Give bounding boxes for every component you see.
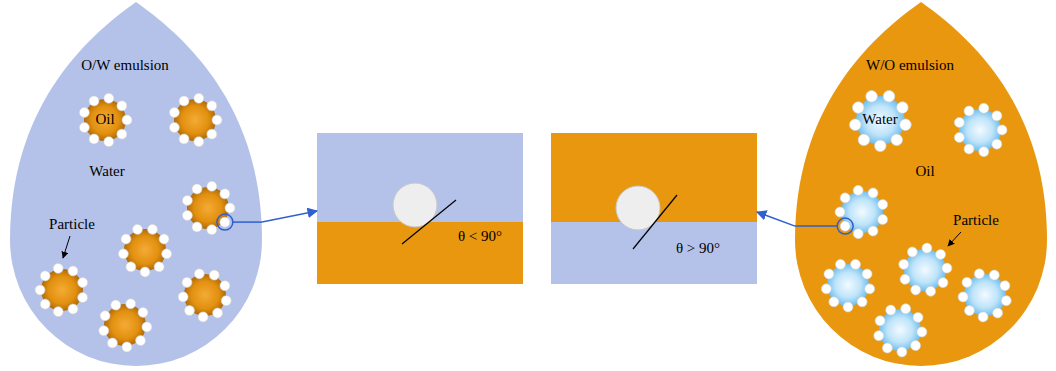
drop-outline bbox=[795, 0, 1047, 368]
tangent-line bbox=[633, 195, 677, 249]
oil-phase bbox=[317, 222, 523, 284]
emulsion-drop: Oil O/W emulsionWater bbox=[10, 0, 262, 368]
oil-droplet bbox=[79, 93, 132, 146]
phase-label: Oil bbox=[95, 111, 114, 128]
water-droplet bbox=[845, 84, 916, 156]
emulsion-title: W/O emulsion bbox=[866, 57, 954, 74]
text-holder: θ > 90° bbox=[676, 240, 720, 257]
text-holder: Oil bbox=[95, 111, 114, 128]
text-holder: W/O emulsion bbox=[866, 57, 954, 74]
text-holder: O/W emulsion bbox=[81, 57, 169, 74]
text-holder: Water bbox=[862, 111, 897, 128]
drop-outline bbox=[10, 0, 262, 368]
phase-label: Oil bbox=[915, 163, 934, 180]
zoom-lead bbox=[795, 225, 837, 227]
zoom-lead bbox=[233, 221, 262, 223]
contact-angle-figure bbox=[551, 133, 757, 284]
text-holder: Particle bbox=[49, 216, 95, 233]
emulsion-drop: Water W/O emulsionOil bbox=[795, 0, 1047, 368]
contact-angle-figure bbox=[317, 133, 523, 284]
particle-label: Particle bbox=[49, 216, 95, 233]
zoom-arrow bbox=[757, 212, 795, 226]
particle-label: Particle bbox=[953, 212, 999, 229]
emulsion-title: O/W emulsion bbox=[81, 57, 169, 74]
text-holder: Particle bbox=[953, 212, 999, 229]
water-phase bbox=[551, 222, 757, 284]
contact-angle: θ > 90° bbox=[676, 240, 720, 257]
oil-droplet: Oil bbox=[78, 93, 132, 147]
text-holder: Oil bbox=[915, 163, 934, 180]
contact-angle-panel: θ < 90° bbox=[317, 133, 523, 284]
zoom-arrow bbox=[262, 211, 317, 222]
tangent-line bbox=[402, 200, 456, 244]
drop-shape bbox=[795, 2, 1047, 366]
text-holder: Water bbox=[89, 163, 124, 180]
water-droplet: Water bbox=[849, 89, 912, 152]
phase-label: Water bbox=[89, 163, 124, 180]
text-holder: θ < 90° bbox=[458, 228, 502, 245]
contact-angle-panel: θ > 90° bbox=[551, 133, 757, 284]
drop-shape bbox=[10, 2, 262, 366]
phase-label: Water bbox=[862, 111, 897, 128]
contact-angle: θ < 90° bbox=[458, 228, 502, 245]
